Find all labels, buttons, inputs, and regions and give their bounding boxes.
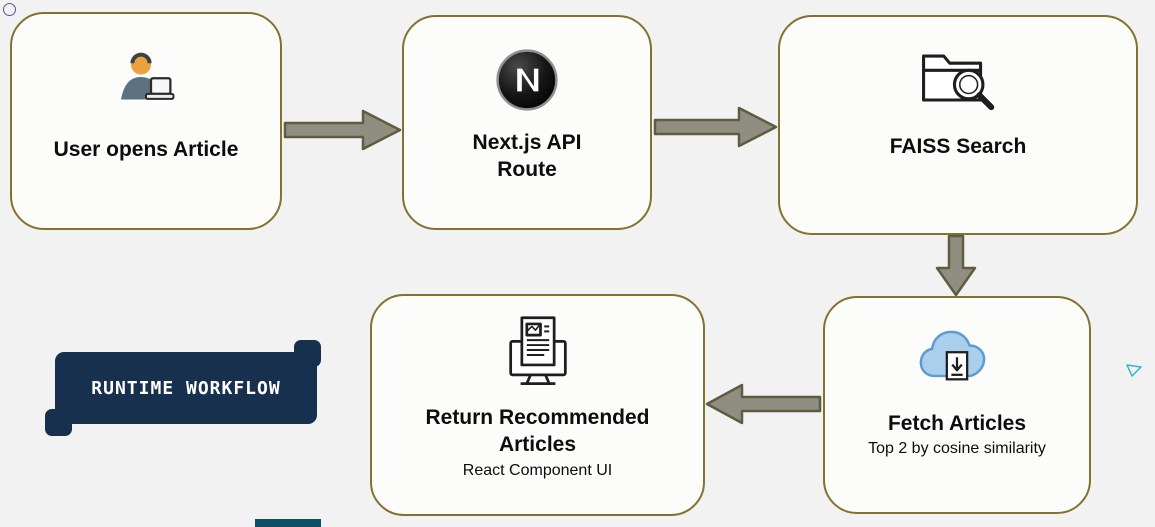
node-sublabel: Top 2 by cosine similarity [868,440,1046,458]
node-label: User opens Article [53,138,239,161]
node-label: Next.js API Route [472,131,582,182]
triangle-shape-decoration [1126,363,1142,378]
node-fetch-articles: Fetch Articles Top 2 by cosine similarit… [823,296,1091,514]
arrow-nextjs-to-faiss [653,105,779,149]
arrow-faiss-to-fetch [934,234,978,298]
node-label: FAISS Search [889,135,1027,158]
ribbon-label: RUNTIME WORKFLOW [91,377,281,399]
node-label: Return Recommended Articles [425,406,650,457]
node-user-opens-article: User opens Article [10,12,282,230]
node-return-recommended-articles: Return Recommended Articles React Compon… [370,294,705,516]
nextjs-logo-icon [494,47,560,113]
node-nextjs-api-route: Next.js API Route [402,15,652,230]
node-label: Fetch Articles [887,412,1027,435]
bar-shape-decoration [255,519,321,527]
arrow-user-to-nextjs [283,108,403,152]
circle-shape-decoration [3,3,16,16]
cloud-download-icon [916,324,998,394]
arrow-fetch-to-return [704,382,822,426]
runtime-workflow-ribbon: RUNTIME WORKFLOW [55,352,317,424]
folder-search-icon [915,43,1001,119]
person-laptop-icon [104,42,188,122]
monitor-document-icon [493,314,583,396]
node-sublabel: React Component UI [462,461,613,479]
node-faiss-search: FAISS Search [778,15,1138,235]
